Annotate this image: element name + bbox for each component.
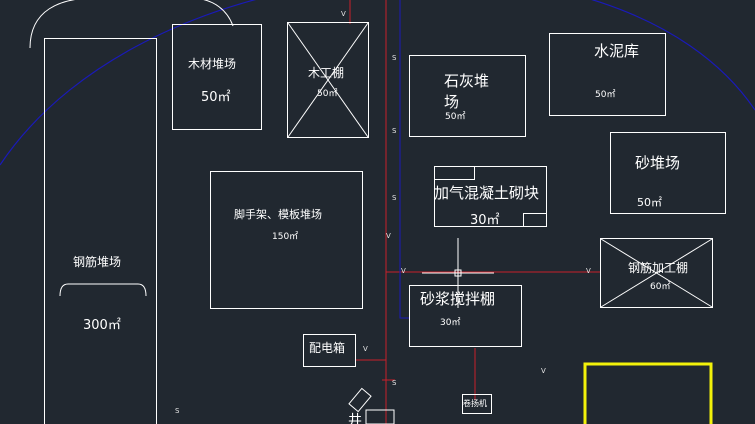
mortar-area: 30㎡: [440, 318, 461, 328]
rebar-shed-area: 60㎡: [650, 282, 671, 292]
area-sand[interactable]: [610, 132, 726, 214]
area-carpentry[interactable]: [287, 22, 369, 138]
mark-v-2: V: [386, 232, 391, 240]
timber-name: 木材堆场: [188, 57, 237, 71]
timber-area: 50㎡: [201, 90, 231, 105]
mortar-name: 砂浆搅拌棚: [420, 290, 496, 308]
blue-link-line: [399, 0, 410, 319]
area-cement[interactable]: [549, 33, 666, 116]
rebar-yard-name: 钢筋堆场: [73, 255, 122, 269]
mark-v-1: V: [341, 10, 346, 18]
mark-s-3: S: [392, 194, 397, 202]
area-rebar-shed[interactable]: [600, 238, 713, 308]
block-tag-br: [523, 213, 547, 227]
mark-s-2: S: [392, 127, 397, 135]
rebar-shed-diag-2: [600, 238, 713, 308]
block-name: 加气混凝土砌块: [434, 184, 540, 202]
crane-symbol: [348, 387, 372, 413]
area-mortar[interactable]: [409, 285, 522, 347]
sand-area: 50㎡: [637, 196, 662, 209]
cursor-box: [454, 269, 462, 277]
carpentry-name: 木工棚: [308, 66, 345, 80]
mark-v-4: V: [586, 267, 591, 275]
crane-base: [365, 409, 395, 424]
crane-partial-label: 井: [348, 413, 362, 424]
scaffold-name: 脚手架、模板堆场: [234, 208, 322, 221]
area-rebar-yard[interactable]: [44, 38, 157, 424]
distribution-box-label: 配电箱: [309, 341, 346, 355]
mark-v-3: V: [401, 267, 406, 275]
scaffold-area: 150㎡: [272, 232, 299, 242]
block-area: 30㎡: [470, 213, 500, 228]
mark-v-5: V: [363, 345, 368, 353]
sand-name: 砂堆场: [635, 154, 681, 172]
mark-s-4: S: [175, 407, 180, 415]
cement-name: 水泥库: [594, 42, 640, 60]
area-block[interactable]: [434, 166, 547, 227]
carpentry-area: 50㎡: [317, 89, 338, 99]
site-boundary-arc: [0, 0, 755, 166]
area-timber[interactable]: [172, 24, 262, 130]
road-curve: [29, 0, 234, 49]
rebar-bracket: [59, 283, 147, 297]
mark-s-5: S: [392, 379, 397, 387]
area-scaffold[interactable]: [210, 171, 363, 309]
lime-name-line1: 石灰堆: [444, 72, 490, 90]
area-lime[interactable]: [409, 55, 526, 137]
lime-area: 50㎡: [445, 112, 466, 122]
mark-v-6: V: [541, 367, 546, 375]
hoist-label: 卷扬机: [463, 399, 487, 408]
block-tag-tl: [434, 166, 475, 180]
carpentry-diag-2: [287, 22, 369, 138]
highlight-frame: [583, 362, 713, 424]
cement-area: 50㎡: [595, 90, 616, 100]
rebar-yard-area: 300㎡: [83, 318, 121, 333]
distribution-box[interactable]: [303, 334, 356, 367]
mark-s-1: S: [392, 54, 397, 62]
lime-name-line2: 场: [444, 93, 460, 111]
hoist-box[interactable]: [462, 394, 492, 414]
rebar-shed-name: 钢筋加工棚: [628, 261, 689, 275]
